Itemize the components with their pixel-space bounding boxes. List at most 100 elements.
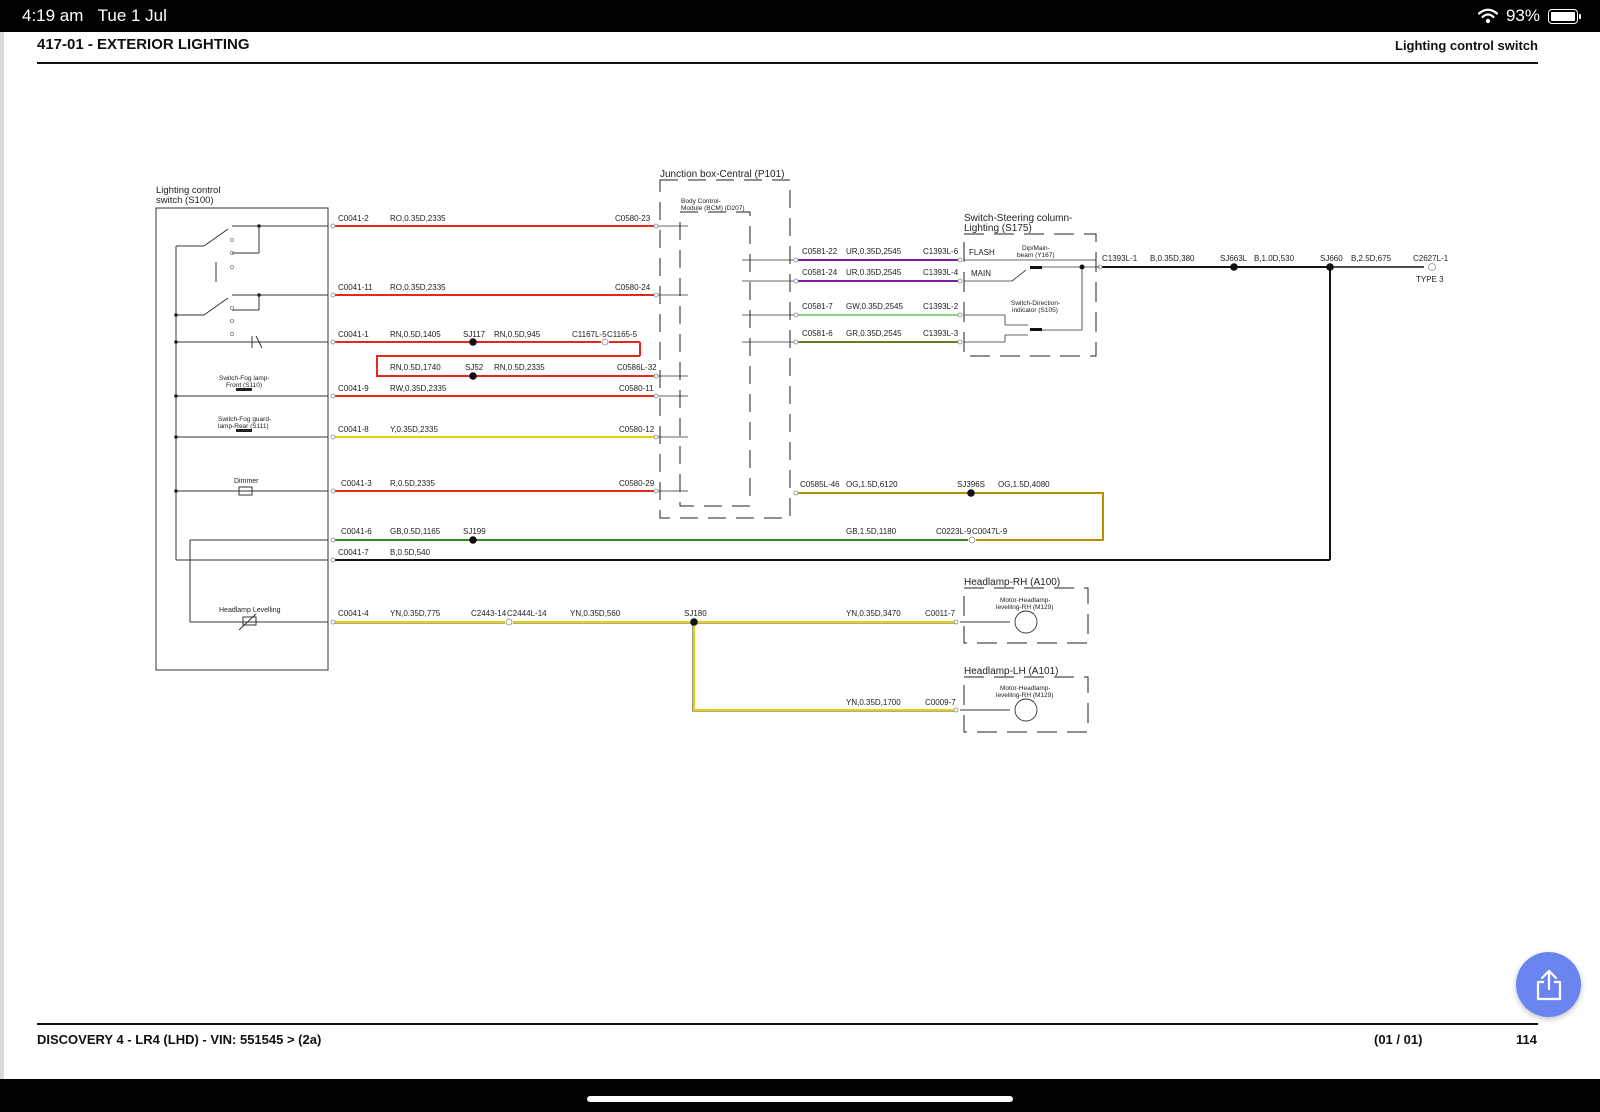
header-rule <box>37 62 1538 64</box>
wire-label: RN,0.5D,2335 <box>494 363 545 372</box>
type3-label: TYPE 3 <box>1416 275 1444 284</box>
home-indicator[interactable] <box>587 1096 1013 1102</box>
wire-label: C1167L-5 <box>572 330 607 339</box>
footer-rule <box>37 1023 1538 1025</box>
wire-label: SJ663L <box>1220 254 1248 263</box>
footer-pages: (01 / 01) <box>1374 1032 1423 1047</box>
wire-label: SJ52 <box>465 363 484 372</box>
wire-label: C0581-6 <box>802 329 833 338</box>
share-icon <box>1536 969 1561 1000</box>
wire-label: C0581-7 <box>802 302 833 311</box>
wire-label: UR,0.35D,2545 <box>846 268 902 277</box>
wire-label: SJ117 <box>463 330 486 339</box>
dip-main-label-2: beam (Y167) <box>1017 252 1055 259</box>
wire-label: GR,0.35D,2545 <box>846 329 902 338</box>
wire-label: C0041-11 <box>338 283 373 292</box>
wire-label: OG,1.5D,4080 <box>998 480 1050 489</box>
wire-label: SJ199 <box>463 527 486 536</box>
page-title: 417-01 - EXTERIOR LIGHTING <box>37 36 250 53</box>
wire-label: RO,0.35D,2335 <box>390 283 446 292</box>
headlamp-rh-label: Headlamp-RH (A100) <box>964 577 1060 588</box>
wire-label: C0041-1 <box>338 330 369 339</box>
wire-label: GB,0.5D,1165 <box>390 527 441 536</box>
wire-label: B,1.0D,530 <box>1254 254 1295 263</box>
wire-label: C1393L-3 <box>923 329 959 338</box>
wire-label: C0041-9 <box>338 384 369 393</box>
bcm-label-2: Module (BCM) (D207) <box>681 205 745 212</box>
wire-label: B,0.35D,380 <box>1150 254 1195 263</box>
dip-main-label-1: Dip/Main- <box>1022 245 1050 252</box>
wire-label: RN,0.5D,1740 <box>390 363 441 372</box>
home-bar <box>0 1079 1600 1112</box>
page-edge <box>0 32 4 1079</box>
wire-label: B,0.5D,540 <box>390 548 431 557</box>
wire-label: C0580-29 <box>619 479 655 488</box>
wire-label: C0580-23 <box>615 214 651 223</box>
wire-label: C1393L-1 <box>1102 254 1138 263</box>
page-subtitle: Lighting control switch <box>1395 38 1538 53</box>
wire-label: C0580-12 <box>619 425 655 434</box>
direction-indicator-label-1: Switch-Direction- <box>1011 300 1060 307</box>
wire-label: C0009-7 <box>925 698 956 707</box>
steering-switch-label-2: Lighting (S175) <box>964 223 1032 234</box>
wire-label: RO,0.35D,2335 <box>390 214 446 223</box>
wire-label: C0041-7 <box>338 548 369 557</box>
wire-label: R,0.5D,2335 <box>390 479 435 488</box>
wire-label: YN,0.35D,560 <box>570 609 621 618</box>
wire-label: C1393L-4 <box>923 268 959 277</box>
wire-label: C0011-7 <box>925 609 956 618</box>
wire-label: UR,0.35D,2545 <box>846 247 902 256</box>
wire-label: C0580-11 <box>619 384 654 393</box>
wire-labels: C0041-2 RO,0.35D,2335 C0580-23 C0041-11 … <box>338 214 1449 707</box>
direction-indicator-label-2: indicator (S105) <box>1012 307 1058 314</box>
lighting-switch-label-2: switch (S100) <box>156 195 214 206</box>
dimmer-label: Dimmer <box>234 478 259 485</box>
wire-label: RW,0.35D,2335 <box>390 384 447 393</box>
wire-label: C1393L-6 <box>923 247 959 256</box>
fog-rear-label-1: Switch-Fog guard- <box>218 416 271 423</box>
wire-label: YN,0.35D,3470 <box>846 609 901 618</box>
headlamp-lh-label: Headlamp-LH (A101) <box>964 666 1059 677</box>
headlamp-levelling-label: Headlamp Levelling <box>219 607 281 614</box>
flash-label: FLASH <box>969 248 995 257</box>
wire-label: C0585L-46 <box>800 480 840 489</box>
wire-label: B,2.5D,675 <box>1351 254 1392 263</box>
wire-label: C0041-6 <box>341 527 372 536</box>
motor-rh-label-1: Motor-Headlamp- <box>1000 597 1051 604</box>
wire-label: RN,0.5D,1405 <box>390 330 441 339</box>
wire-label: RN,0.5D,945 <box>494 330 541 339</box>
status-bar: 4:19 am Tue 1 Jul 93% <box>0 0 1600 32</box>
fog-rear-label-2: lamp-Rear (S111) <box>218 423 269 430</box>
wire-label: C0041-4 <box>338 609 369 618</box>
junction-box <box>659 179 791 519</box>
main-label: MAIN <box>971 269 991 278</box>
wire-label: C0041-8 <box>338 425 369 434</box>
wire-label: YN,0.35D,1700 <box>846 698 901 707</box>
status-time: 4:19 am Tue 1 Jul <box>22 6 167 25</box>
status-indicators: 93% <box>1477 6 1581 26</box>
junction-box-label: Junction box-Central (P101) <box>660 169 785 180</box>
wire-label: C0041-2 <box>338 214 369 223</box>
wire-label: OG,1.5D,6120 <box>846 480 898 489</box>
motor-lh-label-2: levelling-RH (M129) <box>996 692 1053 699</box>
wire-label: C2443-14 <box>471 609 507 618</box>
wire-label: C2627L-1 <box>1413 254 1449 263</box>
wire-label: C1393L-2 <box>923 302 959 311</box>
wire-label: SJ660 <box>1320 254 1343 263</box>
motor-lh-label-1: Motor-Headlamp- <box>1000 685 1051 692</box>
wire-label: SJ180 <box>684 609 707 618</box>
document-page: 417-01 - EXTERIOR LIGHTING Lighting cont… <box>0 32 1600 1079</box>
battery-icon <box>1548 8 1581 24</box>
wire-label: C2444L-14 <box>507 609 547 618</box>
lighting-switch-label-1: Lighting control <box>156 185 220 196</box>
battery-percent: 93% <box>1505 6 1540 25</box>
footer-page-number: 114 <box>1516 1032 1537 1047</box>
share-button[interactable] <box>1516 952 1581 1017</box>
footer-vehicle: DISCOVERY 4 - LR4 (LHD) - VIN: 551545 > … <box>37 1032 322 1047</box>
wire-label: Y,0.35D,2335 <box>390 425 438 434</box>
wire-label: C0581-22 <box>802 247 838 256</box>
wire-label: YN,0.35D,775 <box>390 609 441 618</box>
fog-front-label-1: Switch-Fog lamp- <box>219 375 270 382</box>
wire-label: GB,1.5D,1180 <box>846 527 897 536</box>
wire-label: C0041-3 <box>341 479 372 488</box>
